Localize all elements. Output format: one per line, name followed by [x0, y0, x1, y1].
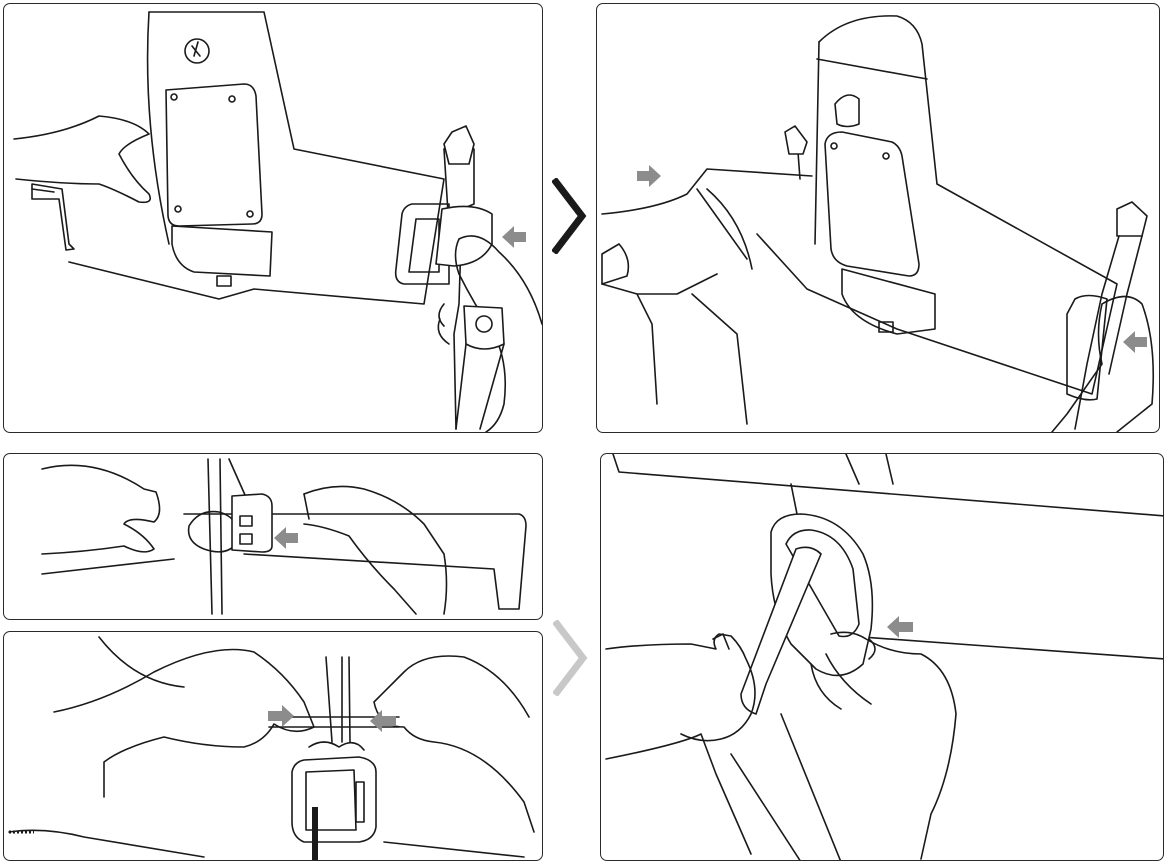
step-5-illustration — [605, 454, 1163, 860]
step-1-illustration — [13, 11, 542, 432]
landing-gear — [325, 656, 351, 743]
chevron-right-icon — [552, 178, 587, 254]
right-hand — [373, 655, 535, 833]
step-panel-1 — [3, 3, 543, 433]
aircraft-nose — [146, 11, 170, 245]
left-hand — [41, 464, 161, 555]
strut — [312, 807, 318, 860]
left-hand — [13, 115, 152, 204]
step-panel-5 — [600, 453, 1164, 861]
step-panel-2 — [596, 3, 1160, 433]
hint-arrow-right-icon — [268, 705, 294, 727]
hint-arrow-left-icon — [887, 616, 913, 638]
hatch-screw — [170, 93, 178, 101]
antenna-knob — [184, 38, 210, 64]
right-hand — [1051, 295, 1155, 432]
right-hand — [810, 631, 957, 860]
step-panel-4 — [3, 631, 543, 861]
landing-gear — [1074, 235, 1143, 430]
arm — [601, 168, 813, 215]
hint-arrow-left-icon — [370, 710, 396, 732]
hatch-screw — [228, 95, 236, 103]
right-hand — [303, 485, 448, 615]
hatch-screw — [174, 205, 182, 213]
chevron-right-icon — [553, 620, 588, 696]
landing-gear — [740, 546, 822, 715]
vent-panel — [841, 268, 936, 335]
step-2-illustration — [601, 15, 1155, 432]
left-hand — [53, 648, 315, 798]
landing-gear — [443, 148, 475, 430]
aircraft-body — [68, 11, 445, 305]
gear-cap — [1116, 201, 1148, 237]
bracket — [187, 510, 238, 553]
motor — [601, 243, 630, 285]
battery-hatch — [824, 131, 920, 277]
hint-arrow-left-icon — [502, 226, 526, 248]
hint-arrow-left-icon — [1123, 331, 1147, 353]
step-3-illustration — [41, 458, 527, 615]
aircraft-nose — [814, 41, 820, 245]
vent-panel — [171, 225, 273, 277]
step-panel-3 — [3, 453, 543, 620]
aircraft-body — [756, 15, 1118, 395]
motor — [463, 305, 505, 350]
battery-hatch — [165, 83, 263, 227]
hatch-screw — [246, 210, 254, 218]
antenna-knob — [834, 94, 860, 128]
bracket — [394, 203, 450, 285]
gear-cap — [443, 125, 475, 165]
hint-arrow-left-icon — [274, 527, 298, 549]
hint-arrow-right-icon — [637, 165, 661, 187]
aircraft-body — [612, 454, 1163, 517]
left-hand — [605, 633, 756, 742]
latch — [216, 275, 232, 287]
bracket — [1066, 294, 1108, 401]
step-4-illustration — [8, 636, 535, 860]
arm — [183, 513, 527, 610]
strut — [31, 183, 75, 251]
